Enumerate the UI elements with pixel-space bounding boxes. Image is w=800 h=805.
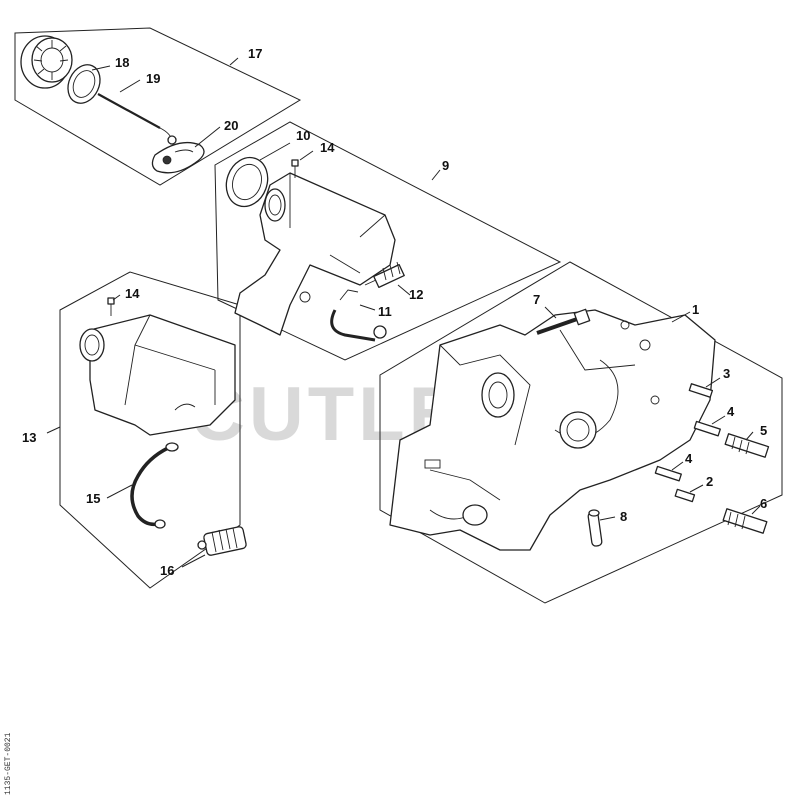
oil-cap-part[interactable] — [20, 35, 73, 89]
fuel-filter-part[interactable] — [197, 526, 247, 556]
screw-part-a[interactable] — [291, 159, 299, 178]
crankcase-part[interactable] — [389, 309, 716, 551]
callout-4-lower: 4 — [685, 451, 693, 466]
group-13-frame — [59, 271, 241, 589]
group-17-frame — [14, 27, 302, 186]
callout-2: 2 — [706, 474, 713, 489]
stud-part-2[interactable] — [674, 488, 696, 503]
sleeve-part-8[interactable] — [587, 509, 603, 547]
oil-tank-part[interactable] — [234, 172, 396, 336]
stud-part-4a[interactable] — [693, 420, 721, 437]
stud-part-3[interactable] — [688, 383, 714, 398]
callout-11: 11 — [378, 304, 392, 319]
tank-seal-part[interactable] — [220, 152, 275, 213]
bolt-part-6[interactable] — [722, 508, 768, 534]
fuel-hose-part[interactable] — [130, 442, 179, 529]
cap-strap-part[interactable] — [97, 93, 177, 145]
callout-3: 3 — [723, 366, 730, 381]
callout-13: 13 — [22, 430, 36, 445]
bolt-part-5[interactable] — [724, 433, 770, 458]
long-screw-part[interactable] — [536, 308, 591, 335]
retainer-part[interactable] — [151, 141, 205, 174]
callout-9: 9 — [442, 158, 449, 173]
callout-5: 5 — [760, 423, 767, 438]
callout-18: 18 — [115, 55, 129, 70]
callout-16: 16 — [160, 563, 174, 578]
callout-19: 19 — [146, 71, 160, 86]
seal-ring-part[interactable] — [62, 60, 106, 109]
callout-15: 15 — [86, 491, 100, 506]
callout-4-upper: 4 — [727, 404, 735, 419]
callout-7: 7 — [533, 292, 540, 307]
stud-part-4b[interactable] — [654, 465, 682, 482]
callout-12: 12 — [409, 287, 423, 302]
callout-20: 20 — [224, 118, 238, 133]
callout-14-top: 14 — [320, 140, 335, 155]
group-1-frame — [379, 261, 783, 604]
callout-17: 17 — [248, 46, 262, 61]
group-9-frame — [214, 121, 562, 361]
screw-part-b[interactable] — [107, 297, 115, 316]
fuel-tank-part[interactable] — [79, 314, 236, 436]
oil-hose-part[interactable] — [330, 289, 387, 342]
callout-10: 10 — [296, 128, 310, 143]
callout-6: 6 — [760, 496, 767, 511]
callout-1: 1 — [692, 302, 699, 317]
drawing-code: 1135-GET-0021 — [4, 732, 13, 795]
callout-8: 8 — [620, 509, 627, 524]
leader-lines — [46, 57, 761, 568]
oil-pickup-part[interactable] — [364, 261, 405, 289]
callout-14-left: 14 — [125, 286, 140, 301]
